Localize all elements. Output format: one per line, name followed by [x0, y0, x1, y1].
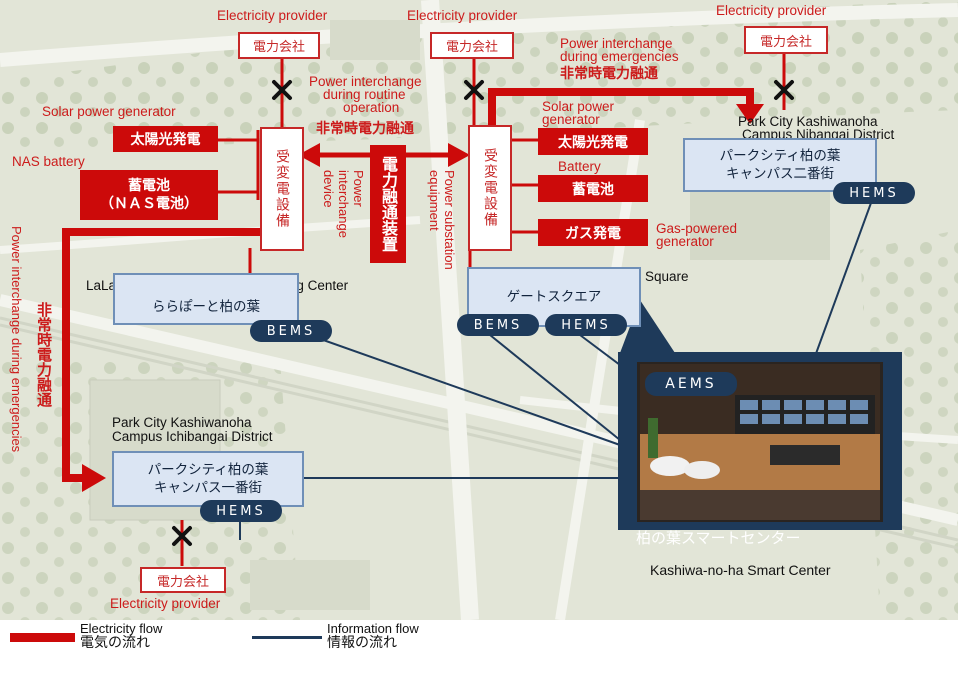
routine-label-3: operation	[343, 100, 400, 115]
battery-box: 蓄電池	[538, 175, 648, 202]
callout-pointer	[620, 300, 675, 353]
lalaport-bems-badge: BEMS	[250, 320, 332, 342]
information-flow-lines	[239, 191, 876, 540]
nas-battery-label: NAS battery	[12, 154, 85, 169]
map-background: Electricity provider 電力会社 Electricity pr…	[0, 0, 958, 620]
nas-battery-box: 蓄電池 （ＮＡＳ電池）	[80, 170, 218, 220]
ichibangai-jp-1: パークシティ柏の葉	[147, 461, 269, 478]
ichibangai-en-1: Park City Kashiwanoha	[112, 415, 252, 430]
nibangai-box: パークシティ柏の葉 キャンパス二番街	[683, 138, 877, 192]
legend-electric-line	[10, 633, 75, 642]
device-label-3: device	[321, 170, 336, 208]
provider-box-4: 電力会社	[140, 567, 226, 593]
nibangai-hems-badge: HEMS	[833, 182, 915, 204]
provider-label-4: Electricity provider	[110, 596, 221, 611]
right-solar-label-2: generator	[542, 112, 600, 127]
right-substation-box: 受変電設備	[468, 125, 512, 251]
battery-label: Battery	[558, 159, 601, 174]
legend-electric-en: Electricity flow	[80, 621, 163, 636]
legend-info-en: Information flow	[327, 621, 419, 636]
gas-label-1: Gas-powered	[656, 221, 738, 236]
ichibangai-box: パークシティ柏の葉 キャンパス一番街	[112, 451, 304, 507]
substation-en-line2: equipment	[427, 170, 442, 231]
routine-label-1: Power interchange	[309, 74, 422, 89]
nibangai-jp-1: パークシティ柏の葉	[719, 147, 841, 164]
emergency-top-jp: 非常時電力融通	[560, 66, 658, 82]
ichibangai-jp-2: キャンパス一番街	[154, 480, 262, 496]
left-substation-box: 受変電設備	[260, 127, 304, 251]
nas-jp-line1: 蓄電池	[128, 177, 170, 194]
aems-badge: AEMS	[645, 372, 737, 396]
provider-label-2: Electricity provider	[407, 8, 518, 23]
left-solar-box: 太陽光発電	[113, 126, 218, 152]
ichibangai-hems-badge: HEMS	[200, 500, 282, 522]
left-solar-label: Solar power generator	[42, 104, 176, 119]
gate-bems-badge: BEMS	[457, 314, 539, 336]
legend-info-jp: 情報の流れ	[327, 635, 397, 651]
emergency-top-label-2: during emergencies	[560, 49, 679, 64]
provider-box-3: 電力会社	[744, 26, 828, 54]
provider-label-1: Electricity provider	[217, 8, 328, 23]
legend-electric-jp: 電気の流れ	[80, 635, 150, 651]
gas-label-2: generator	[656, 234, 714, 249]
lalaport-jp: ららぽーと柏の葉	[152, 298, 260, 315]
emergency-left-jp: 非常時電力融通	[35, 302, 53, 407]
smart-center-jp: 柏の葉スマートセンター	[636, 529, 801, 547]
provider-label-3: Electricity provider	[716, 3, 827, 18]
nibangai-en-2: Campus Nibangai District	[742, 127, 895, 142]
gas-box: ガス発電	[538, 219, 648, 246]
legend-info-line	[252, 636, 322, 639]
nibangai-en-1: Park City Kashiwanoha	[738, 114, 878, 129]
emergency-mid-jp: 非常時電力融通	[316, 121, 414, 137]
device-label-1: Power	[351, 170, 366, 207]
map-and-flows	[0, 0, 958, 620]
device-label-2: interchange	[336, 170, 351, 238]
provider-box-1: 電力会社	[238, 32, 320, 59]
right-solar-label-1: Solar power	[542, 99, 615, 114]
ichibangai-en-2: Campus Ichibangai District	[112, 429, 273, 444]
gate-hems-badge: HEMS	[545, 314, 627, 336]
cross-icon	[172, 80, 794, 546]
right-solar-box: 太陽光発電	[538, 128, 648, 155]
emergency-left-en: Power interchange during emergencies	[9, 226, 24, 453]
substation-en-line1: Power substation	[442, 170, 457, 270]
nibangai-jp-2: キャンパス二番街	[726, 166, 834, 182]
routine-label-2: during routine	[323, 87, 406, 102]
gate-square-jp: ゲートスクエア	[506, 288, 602, 305]
emergency-top-label-1: Power interchange	[560, 36, 673, 51]
smart-center-en: Kashiwa-no-ha Smart Center	[650, 562, 831, 578]
nas-jp-line2: （ＮＡＳ電池）	[100, 196, 198, 212]
interchange-device-box: 電力融通装置	[370, 145, 406, 263]
provider-box-2: 電力会社	[430, 32, 514, 59]
lalaport-box: ららぽーと柏の葉	[113, 273, 299, 325]
